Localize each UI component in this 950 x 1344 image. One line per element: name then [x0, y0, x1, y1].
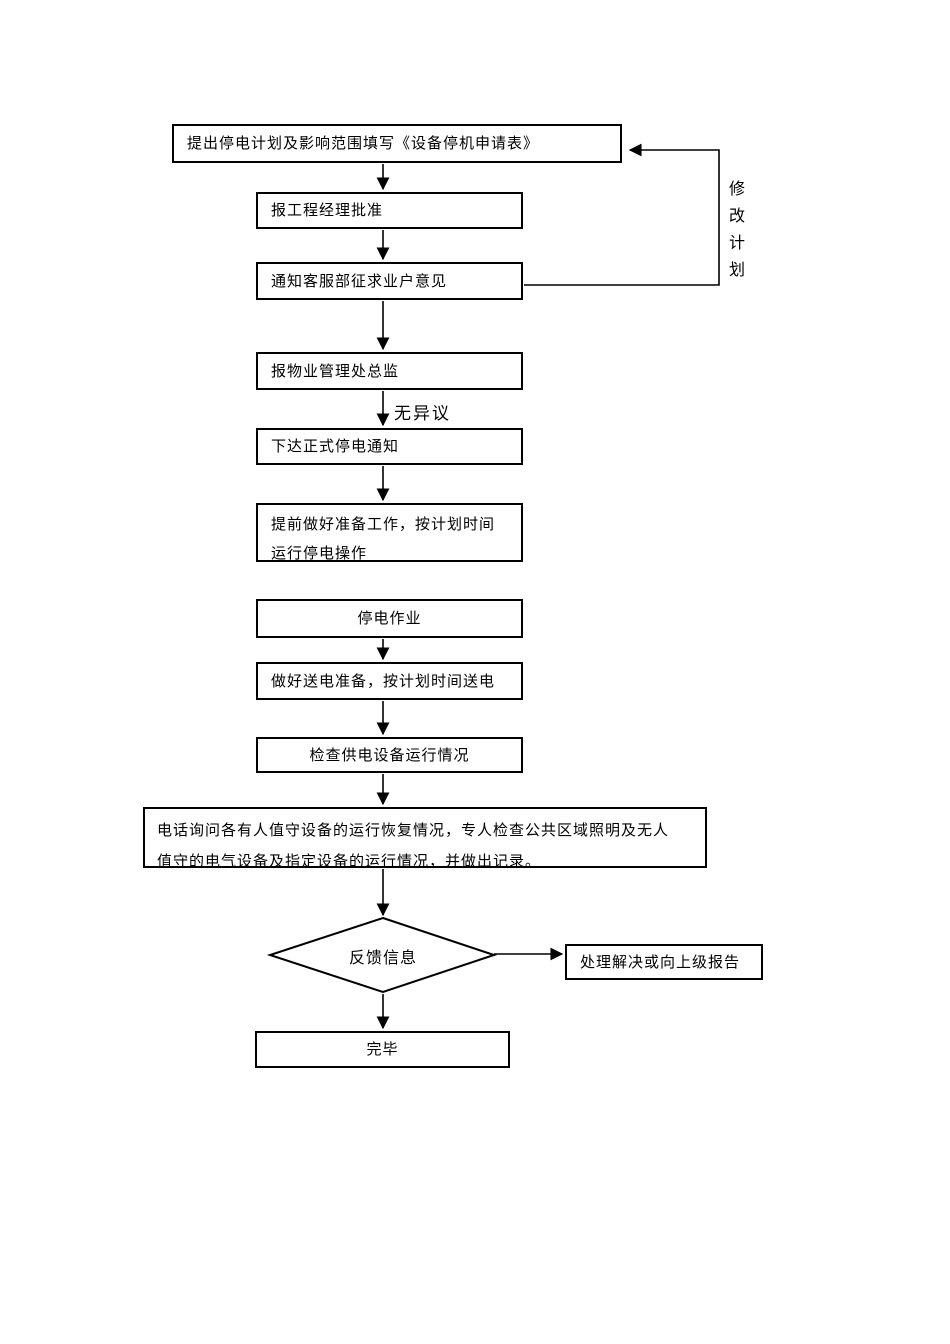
prepare-line-1: 提前做好准备工作，按计划时间	[271, 515, 496, 533]
flow-node-manager-approval: 报工程经理批准	[256, 192, 523, 229]
edge-label-modify-plan: 修改计划	[728, 179, 745, 279]
flow-node-check-equipment: 检查供电设备运行情况	[256, 737, 523, 773]
flow-node-restore-prepare: 做好送电准备，按计划时间送电	[256, 662, 523, 700]
phone-line-1: 电话询问各有人值守设备的运行恢复情况，专人检查公共区域照明及无人	[157, 821, 670, 839]
prepare-line-2: 运行停电操作	[271, 544, 368, 562]
flow-node-notify-customer-service: 通知客服部征求业户意见	[256, 262, 523, 300]
phone-line-2: 值守的电气设备及指定设备的运行情况，并做出记录。	[157, 852, 542, 868]
flow-node-property-director: 报物业管理处总监	[256, 352, 523, 390]
flow-node-feedback-decision: 反馈信息	[348, 948, 417, 967]
flow-node-report-upward: 处理解决或向上级报告	[565, 944, 763, 980]
flow-node-phone-inspection: 电话询问各有人值守设备的运行恢复情况，专人检查公共区域照明及无人 值守的电气设备…	[143, 807, 707, 868]
arrow-modify-plan-loop	[524, 143, 720, 286]
feedback-diamond-shape	[266, 916, 498, 994]
flow-node-done: 完毕	[255, 1031, 510, 1068]
flow-node-propose: 提出停电计划及影响范围填写《设备停机申请表》	[172, 124, 622, 163]
flow-node-prepare-outage: 提前做好准备工作，按计划时间 运行停电操作	[256, 503, 523, 562]
edge-label-no-objection: 无异议	[394, 404, 451, 424]
flow-node-formal-notice: 下达正式停电通知	[256, 428, 523, 465]
flow-node-outage-work: 停电作业	[256, 599, 523, 638]
